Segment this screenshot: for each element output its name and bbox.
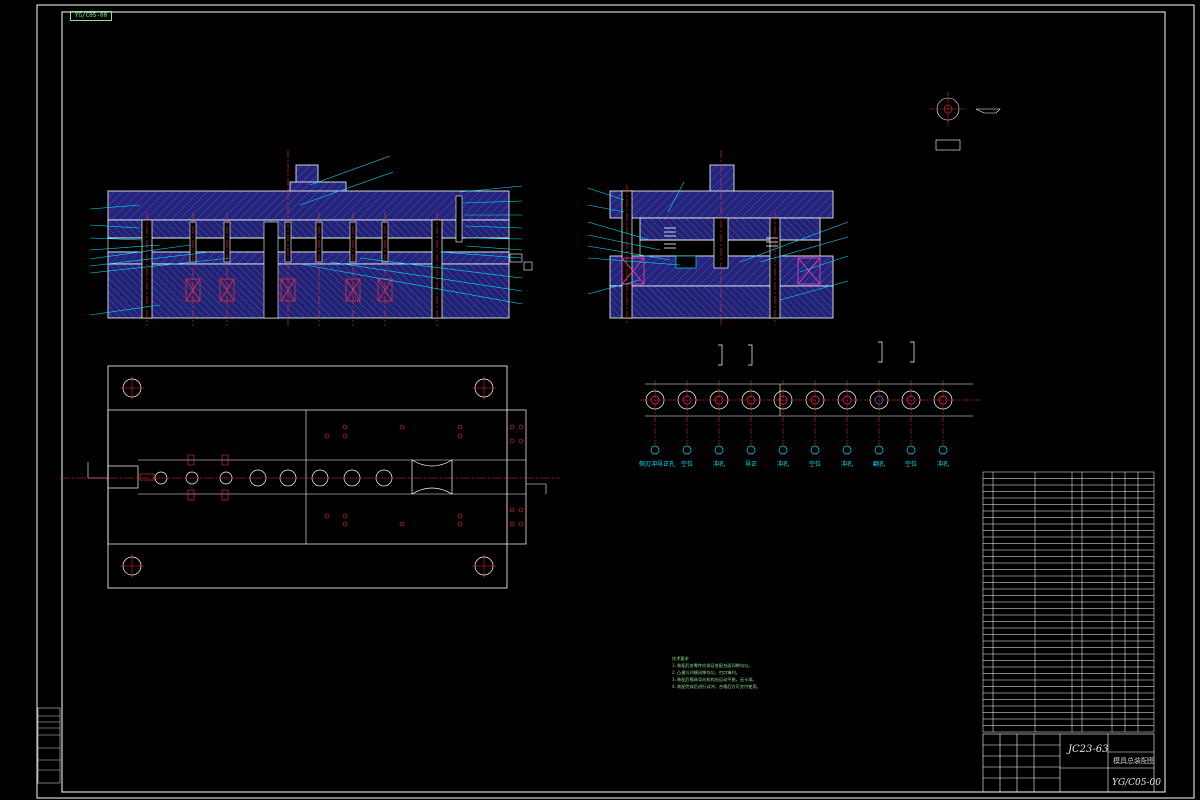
station-label: 翻孔 — [872, 461, 885, 468]
station-balloon — [746, 445, 756, 455]
plan-view — [60, 365, 560, 589]
drawing-number: YG/C05-00 — [1112, 778, 1161, 788]
station-balloon — [778, 445, 788, 455]
station-label: 侧刃冲导正孔 — [639, 461, 676, 468]
station-label: 冲孔 — [840, 461, 853, 468]
material-code: JC23-63 — [1068, 744, 1109, 755]
station-balloon — [906, 445, 916, 455]
binding-strip — [37, 707, 61, 784]
parts-list-table — [982, 471, 1155, 733]
station-balloon — [874, 445, 884, 455]
station-label: 空位 — [680, 461, 693, 468]
drawing-number-stamp: YG/C05-00 — [70, 11, 112, 21]
station-label: 冲孔 — [712, 461, 725, 468]
station-label: 冲孔 — [936, 461, 949, 468]
station-label: 导正 — [744, 461, 757, 468]
strip-layout — [640, 341, 980, 455]
notes-line-2: 2.凸模与凹模间隙均匀，刃口锋利。 — [672, 670, 740, 675]
drawing-name: 模具总装配图 — [1113, 757, 1155, 765]
drawing-border — [36, 4, 1195, 799]
front-section-view — [89, 150, 533, 326]
side-section-view — [587, 150, 849, 325]
station-balloon — [810, 445, 820, 455]
notes-line-4: 4.装配完成后进行试冲，合格后方可交付使用。 — [672, 684, 761, 689]
station-balloon — [650, 445, 660, 455]
station-label: 冲孔 — [776, 461, 789, 468]
station-balloon — [714, 445, 724, 455]
notes-line-1: 1.装配后各零件应保证各配合面间隙均匀。 — [672, 663, 753, 668]
title-block — [982, 733, 1155, 793]
station-label: 空位 — [904, 461, 917, 468]
detail-view — [930, 92, 1001, 151]
notes-title: 技术要求 — [672, 656, 689, 661]
notes-line-3: 3.装配后模具导向机构应运动平稳，无卡滞。 — [672, 677, 757, 682]
station-balloon — [938, 445, 948, 455]
station-balloon — [682, 445, 692, 455]
station-balloon — [842, 445, 852, 455]
technical-requirements: 技术要求 1.装配后各零件应保证各配合面间隙均匀。 2.凸模与凹模间隙均匀，刃口… — [672, 655, 761, 690]
station-label: 空位 — [808, 461, 821, 468]
